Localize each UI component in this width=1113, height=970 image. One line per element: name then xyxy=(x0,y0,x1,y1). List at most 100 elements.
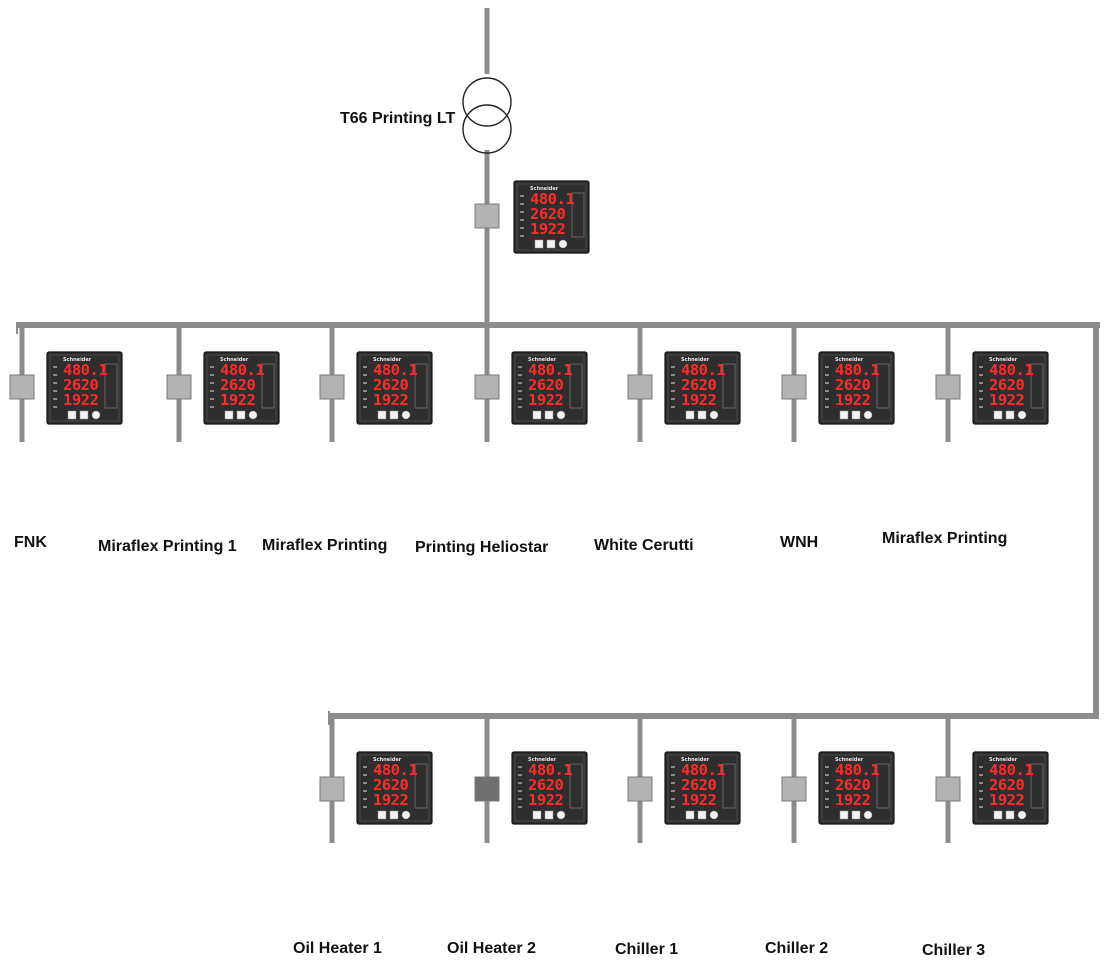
meter-button xyxy=(697,810,707,820)
meter-indicator xyxy=(979,798,983,800)
devices: Schneider480.126201922Schneider480.12620… xyxy=(9,77,1049,825)
meter-brand: Schneider xyxy=(63,357,92,363)
meter-indicator xyxy=(518,374,522,376)
upper-feeder-label: Miraflex Printing 1 xyxy=(98,538,237,555)
meter-indicator xyxy=(518,790,522,792)
meter-indicator xyxy=(825,374,829,376)
meter-reading: 2620 xyxy=(989,776,1024,794)
meter-knob xyxy=(863,810,873,820)
meter-knob xyxy=(558,239,568,249)
meter-indicator xyxy=(979,790,983,792)
meter-bezel xyxy=(514,754,585,822)
meter-indicator xyxy=(825,398,829,400)
meter-reading: 480.1 xyxy=(528,761,572,779)
meter-reading: 2620 xyxy=(528,376,563,394)
meter-reading: 1922 xyxy=(989,391,1024,409)
meter-bezel xyxy=(516,183,587,251)
meter-indicator xyxy=(363,382,367,384)
meter-indicator xyxy=(979,374,983,376)
meter-indicator xyxy=(363,774,367,776)
meter-bezel xyxy=(359,354,430,422)
meter-side-panel xyxy=(569,363,583,409)
lower-feeder-label: Oil Heater 1 xyxy=(293,940,382,957)
meter-indicator xyxy=(825,774,829,776)
meter-brand: Schneider xyxy=(835,357,864,363)
meter-bezel xyxy=(821,754,892,822)
meter-reading: 1922 xyxy=(220,391,255,409)
meter-button xyxy=(67,410,77,420)
meter-button xyxy=(851,810,861,820)
meter-knob xyxy=(556,410,566,420)
meter-side-panel xyxy=(414,763,428,809)
meter-indicator xyxy=(825,382,829,384)
meter-indicator xyxy=(979,366,983,368)
meter-reading: 480.1 xyxy=(373,761,417,779)
meter-indicator xyxy=(671,366,675,368)
meter-indicator xyxy=(518,390,522,392)
meter-brand: Schneider xyxy=(528,357,557,363)
meter-side-panel xyxy=(1030,363,1044,409)
meter-indicator xyxy=(825,766,829,768)
meter-side-panel xyxy=(722,363,736,409)
meter-indicator xyxy=(520,195,524,197)
meter-button xyxy=(534,239,544,249)
meter-button xyxy=(851,410,861,420)
meter-indicator xyxy=(979,398,983,400)
meter-indicator xyxy=(363,782,367,784)
meter-button xyxy=(839,410,849,420)
meter-reading: 1922 xyxy=(835,391,870,409)
lower-feeder-breaker xyxy=(474,776,500,802)
meter-button xyxy=(697,410,707,420)
meter-brand: Schneider xyxy=(373,757,402,763)
upper-feeder-label: White Cerutti xyxy=(594,537,694,554)
meter-bezel xyxy=(49,354,120,422)
meter-knob xyxy=(401,810,411,820)
meter-side-panel xyxy=(1030,763,1044,809)
meter-button xyxy=(544,810,554,820)
meter-bezel xyxy=(206,354,277,422)
meter-indicator xyxy=(671,798,675,800)
meter-body xyxy=(972,351,1049,425)
meter-indicator xyxy=(671,806,675,808)
meter-indicator xyxy=(518,406,522,408)
meter-indicator xyxy=(825,782,829,784)
meter-bezel xyxy=(667,354,738,422)
meter-indicator xyxy=(210,382,214,384)
meter-indicator xyxy=(53,406,57,408)
meter-indicator xyxy=(520,219,524,221)
incomer-breaker xyxy=(474,203,500,229)
meter-brand: Schneider xyxy=(373,357,402,363)
upper-feeder-label: FNK xyxy=(14,534,47,551)
upper-feeder-breaker xyxy=(935,374,961,400)
meter-indicator xyxy=(210,390,214,392)
meter-button xyxy=(993,410,1003,420)
meter-reading: 2620 xyxy=(528,776,563,794)
meter-bezel xyxy=(975,354,1046,422)
meter-indicator xyxy=(210,398,214,400)
meter-indicator xyxy=(979,390,983,392)
meter-side-panel xyxy=(722,763,736,809)
meter-brand: Schneider xyxy=(989,757,1018,763)
meter-indicator xyxy=(363,790,367,792)
meter-reading: 1922 xyxy=(528,391,563,409)
upper-feeder-breaker xyxy=(166,374,192,400)
meter-side-panel xyxy=(261,363,275,409)
meter-bezel xyxy=(821,354,892,422)
meter-indicator xyxy=(825,390,829,392)
meter-indicator xyxy=(210,406,214,408)
meter-button xyxy=(544,410,554,420)
meter-button xyxy=(685,410,695,420)
upper-feeder-breaker xyxy=(319,374,345,400)
meter-button xyxy=(993,810,1003,820)
meter-indicator xyxy=(53,374,57,376)
meter-button xyxy=(377,810,387,820)
lower-feeder-breaker xyxy=(627,776,653,802)
meter-reading: 480.1 xyxy=(530,190,574,208)
meter-reading: 1922 xyxy=(681,391,716,409)
